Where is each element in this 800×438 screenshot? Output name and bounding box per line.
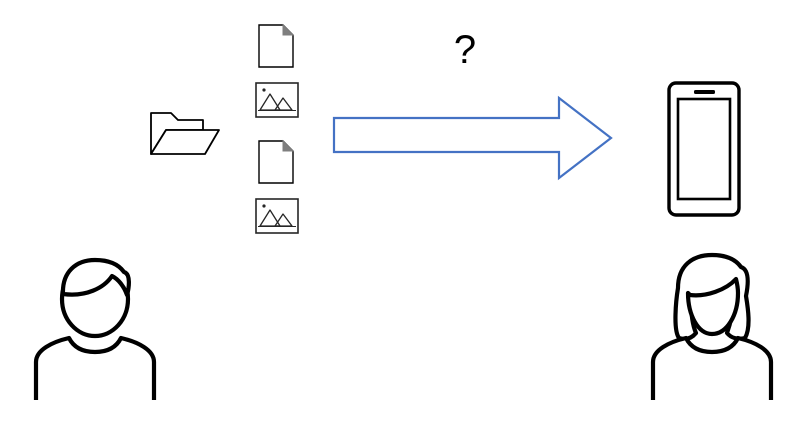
image-frame <box>255 198 299 234</box>
image-frame <box>255 82 299 118</box>
person-female-avatar[interactable] <box>650 252 774 400</box>
image-sun-dot <box>262 88 266 92</box>
phone-screen <box>676 97 732 201</box>
document-file-icon[interactable] <box>258 139 295 184</box>
smartphone-icon[interactable] <box>667 81 741 217</box>
image-file-icon[interactable] <box>255 82 299 118</box>
folder-front-flap <box>150 129 220 155</box>
document-file-icon[interactable] <box>258 23 295 68</box>
person-male-avatar[interactable] <box>33 257 157 400</box>
female-face <box>685 276 741 337</box>
question-mark-annotation: ? <box>453 28 477 72</box>
male-shoulders <box>33 335 157 400</box>
right-block-arrow[interactable] <box>332 95 613 181</box>
folder-icon[interactable] <box>150 112 220 155</box>
female-shoulders <box>650 335 774 400</box>
image-file-icon[interactable] <box>255 198 299 234</box>
phone-speaker-slot <box>694 90 715 94</box>
document-fold-corner <box>282 139 295 152</box>
image-sun-dot <box>262 204 266 208</box>
document-fold-corner <box>282 23 295 36</box>
male-hair <box>60 257 131 298</box>
